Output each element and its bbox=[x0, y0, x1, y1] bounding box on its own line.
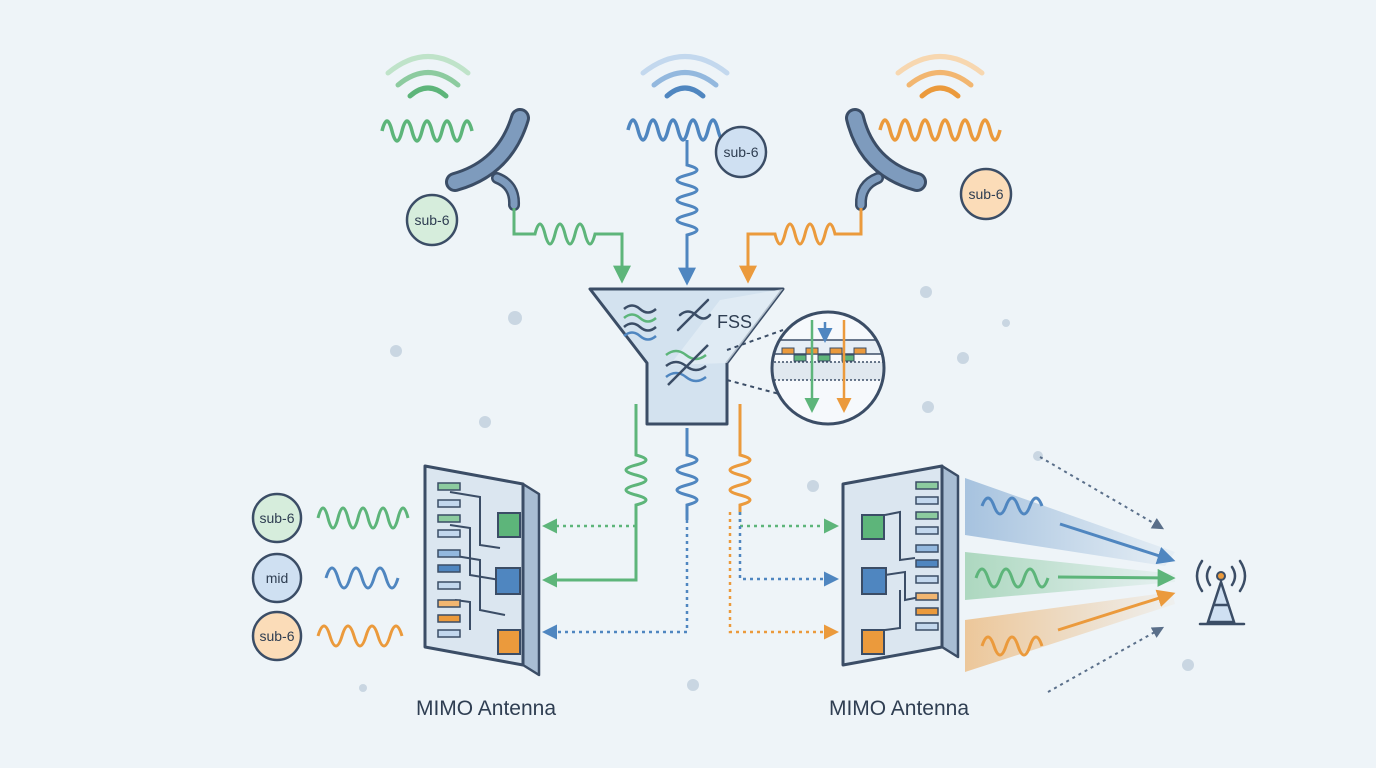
orange-feed-wave bbox=[739, 208, 863, 284]
fss-funnel-icon: FSS bbox=[588, 287, 785, 426]
green-feed-wave bbox=[512, 208, 631, 284]
blue-wave-top bbox=[626, 118, 730, 142]
legend-item-blue: mid bbox=[251, 552, 400, 604]
satellite-dish-icon bbox=[845, 108, 927, 211]
circuit-traces bbox=[449, 491, 506, 630]
mimo-antenna-right-label: MIMO Antenna bbox=[829, 697, 969, 720]
magnifier-detail-icon bbox=[726, 310, 886, 426]
wave-stack-icon bbox=[623, 304, 657, 341]
band-legend: sub-6 mid sub-6 bbox=[251, 492, 410, 662]
svg-text:sub-6: sub-6 bbox=[414, 212, 449, 228]
legend-item-green: sub-6 bbox=[251, 492, 410, 544]
svg-text:sub-6: sub-6 bbox=[259, 628, 294, 644]
left-antenna-connectors bbox=[542, 505, 689, 640]
mimo-antenna-right: MIMO Antenna bbox=[829, 464, 969, 720]
orange-wave-top bbox=[878, 118, 1002, 142]
cell-tower-icon bbox=[1195, 559, 1247, 626]
band-badge-top-center: sub-6 bbox=[714, 125, 768, 179]
satellite-dish-icon bbox=[445, 108, 530, 211]
top-center-source: sub-6 bbox=[626, 54, 768, 286]
svg-text:sub-6: sub-6 bbox=[968, 186, 1003, 202]
filter-slash-icon bbox=[676, 298, 712, 332]
fss-output-waves bbox=[545, 404, 752, 582]
top-left-source: sub-6 bbox=[380, 54, 631, 284]
fss-label: FSS bbox=[717, 312, 752, 332]
blue-feed-wave bbox=[675, 140, 699, 286]
filtered-waves-icon bbox=[665, 344, 709, 386]
background-dots bbox=[359, 286, 1194, 692]
svg-text:mid: mid bbox=[266, 570, 289, 586]
svg-text:sub-6: sub-6 bbox=[723, 144, 758, 160]
broadcast-arcs-icon bbox=[895, 54, 985, 99]
band-badge-top-left: sub-6 bbox=[405, 193, 459, 247]
broadcast-arcs-icon bbox=[640, 54, 730, 99]
radiated-beams bbox=[965, 456, 1176, 693]
top-right-source: sub-6 bbox=[739, 54, 1013, 284]
circuit-traces bbox=[884, 510, 921, 631]
svg-text:sub-6: sub-6 bbox=[259, 510, 294, 526]
band-badge-top-right: sub-6 bbox=[959, 167, 1013, 221]
legend-item-orange: sub-6 bbox=[251, 610, 404, 662]
green-wave-top bbox=[380, 119, 474, 143]
broadcast-arcs-icon bbox=[385, 54, 471, 99]
right-antenna-connectors bbox=[728, 512, 839, 640]
mimo-antenna-left: MIMO Antenna bbox=[416, 464, 556, 720]
mimo-antenna-left-label: MIMO Antenna bbox=[416, 697, 556, 720]
